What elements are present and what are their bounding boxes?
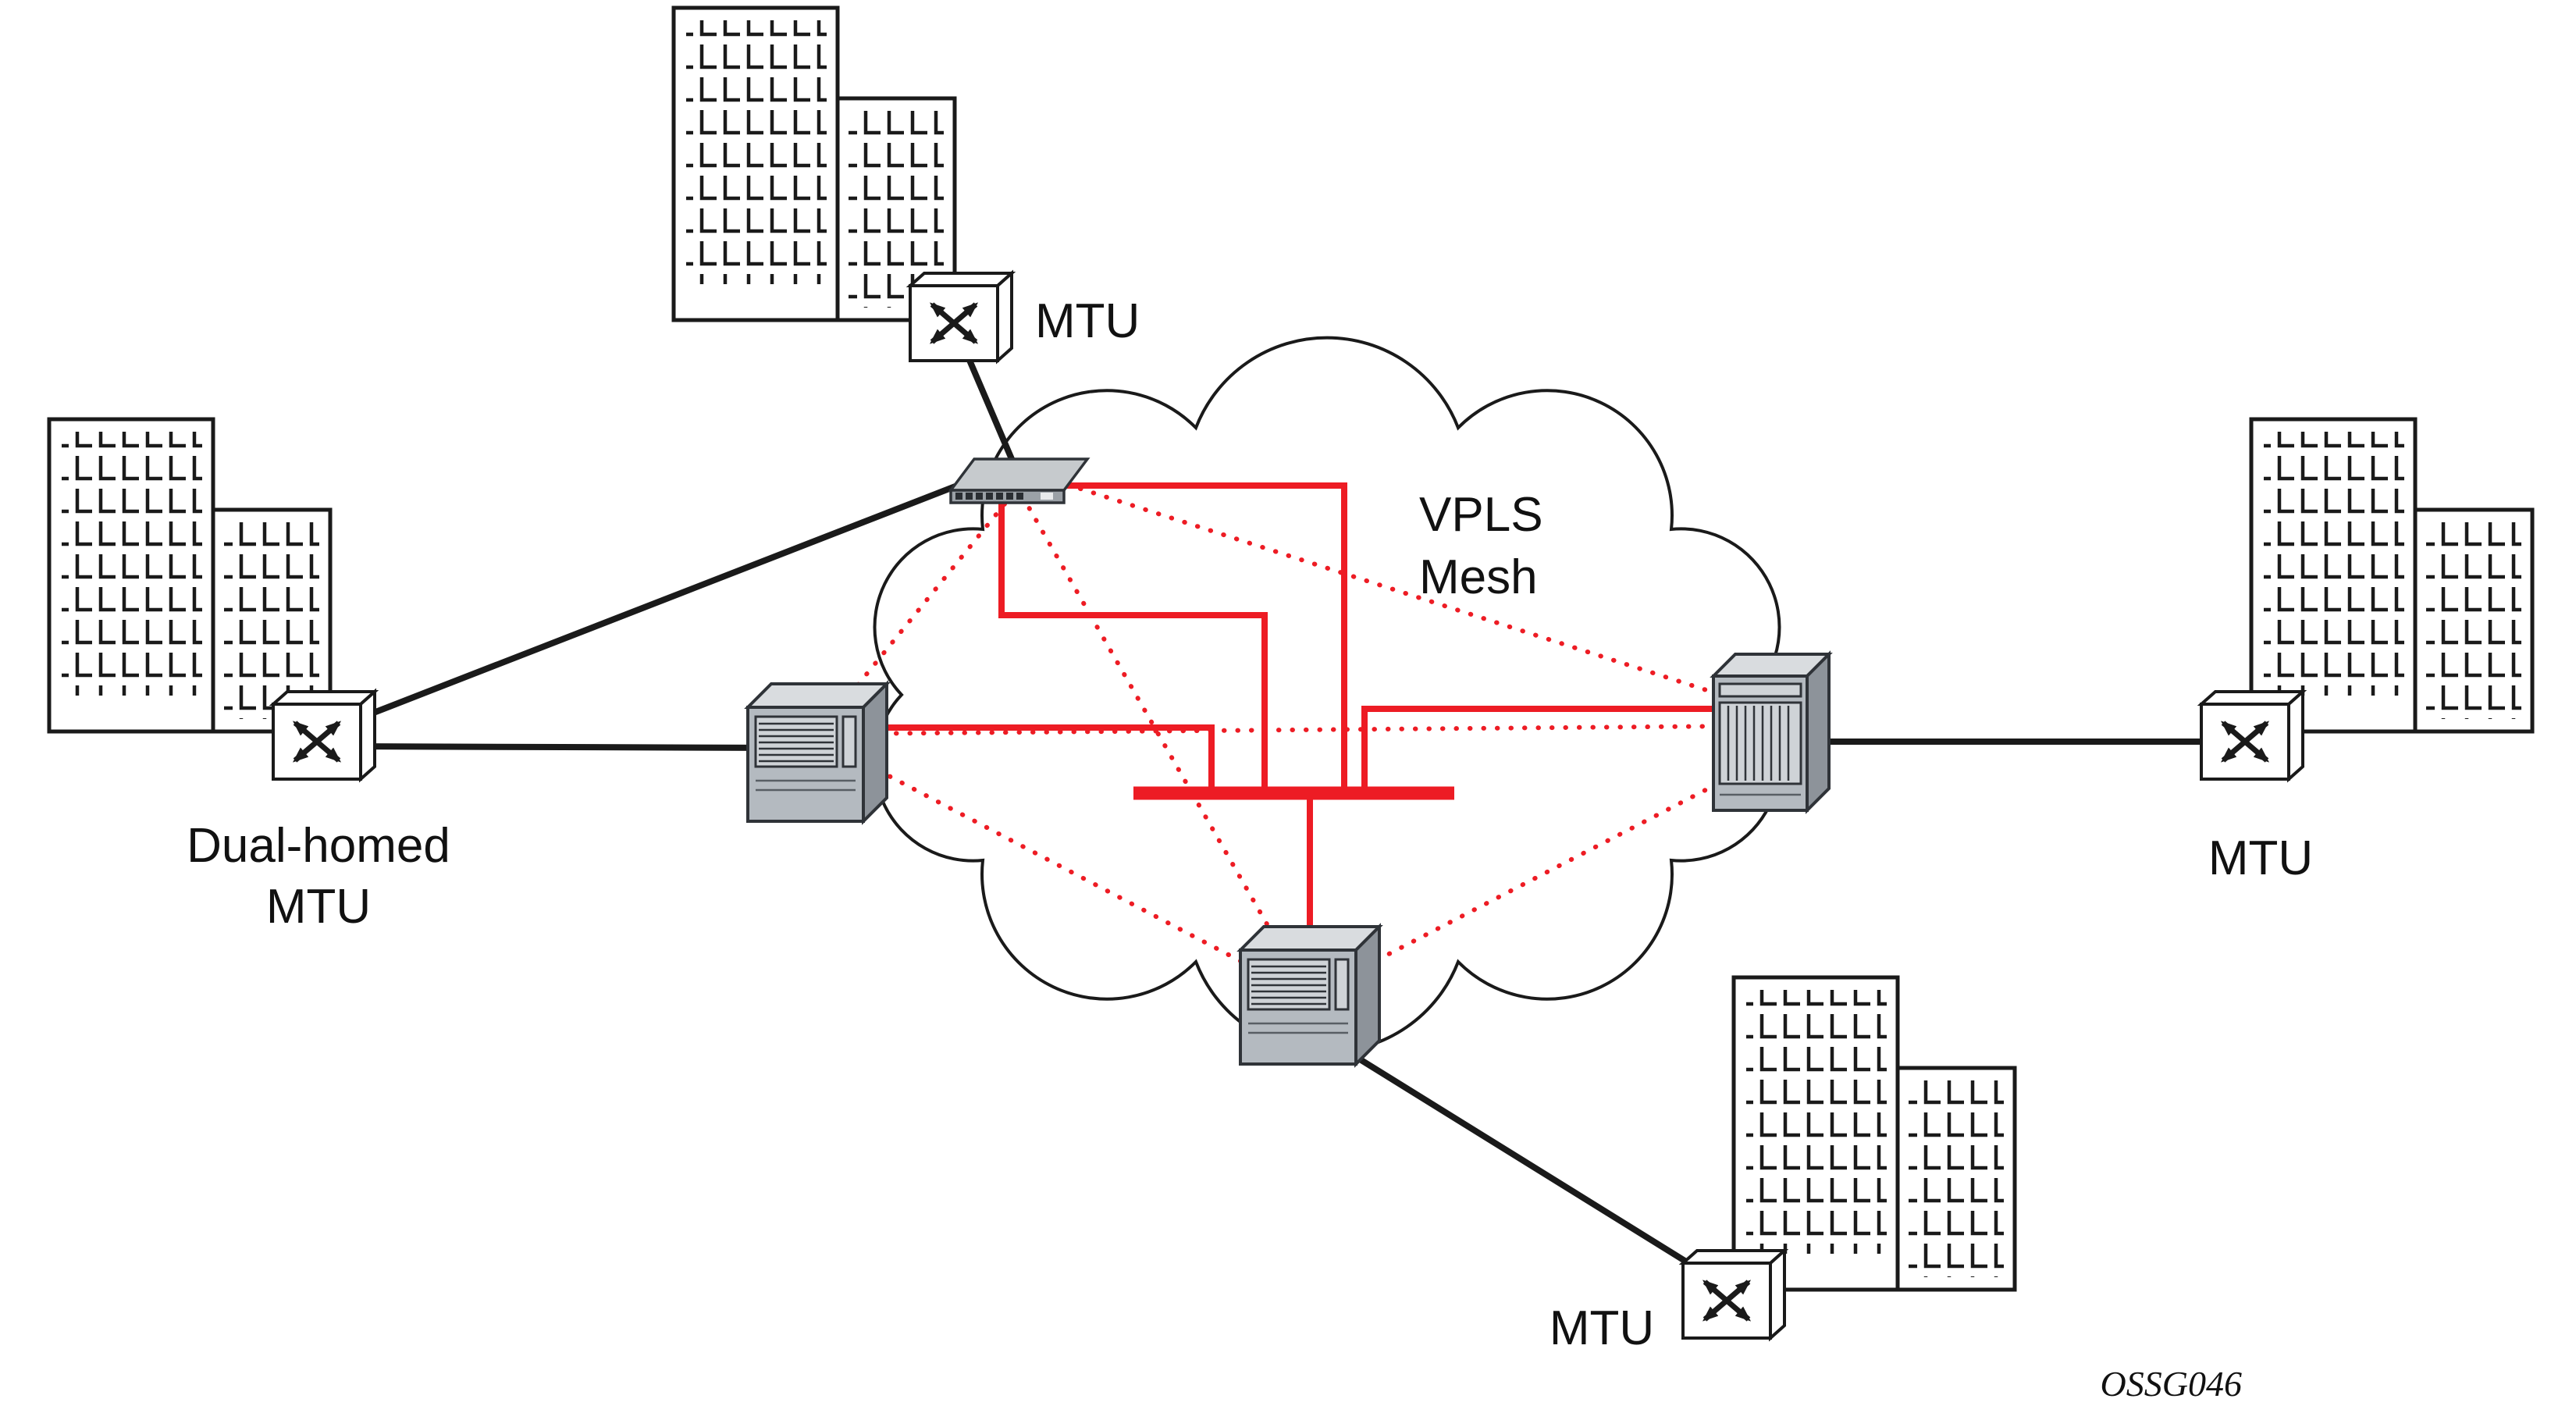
mtu-dual-homed-icon: [273, 692, 375, 779]
access-links: [342, 340, 2234, 1293]
pw-pe-left-to-pe-bottom: [839, 749, 1289, 988]
bus-drop-edge-switch-b: [1060, 482, 1347, 793]
dual-homed-label-line2: MTU: [266, 880, 371, 934]
bus-drop-pe-right: [1361, 706, 1750, 793]
mtu-bottom-label: MTU: [1550, 1301, 1654, 1355]
pe-router-left-icon: [746, 682, 888, 823]
dual-homed-label-line1: Dual-homed: [187, 819, 450, 873]
mtu-right-label: MTU: [2208, 831, 2313, 885]
mtu-right-icon: [2201, 692, 2303, 779]
pe-router-bottom-icon: [1239, 925, 1381, 1066]
link-pe-bottom-to-mtu-bottom: [1339, 1045, 1734, 1293]
link-dual-homed-mtu-to-edge-switch: [342, 475, 979, 728]
bus-drop-pe-left: [826, 724, 1215, 793]
pw-edge-switch-to-pe-right: [1078, 486, 1752, 706]
vpls-cloud-shape: [873, 336, 1781, 1054]
cloud-label-line2: Mesh: [1419, 550, 1538, 604]
link-mtu-top-to-edge-switch: [959, 340, 1019, 472]
bus-drop-edge-switch-a: [998, 500, 1268, 793]
pe-router-right-icon: [1712, 653, 1831, 812]
mesh-dotted-links: [809, 486, 1768, 988]
mtu-top-label: MTU: [1035, 294, 1140, 348]
mesh-solid-links: [826, 482, 1750, 945]
pw-pe-left-to-pe-right: [839, 724, 1745, 736]
cloud-label-line1: VPLS: [1419, 488, 1543, 542]
figure-code: OSSG046: [2101, 1364, 2242, 1404]
mtu-bottom-icon: [1683, 1251, 1784, 1338]
pw-edge-switch-to-pe-left: [809, 491, 1016, 744]
link-dual-homed-mtu-to-pe-left: [343, 743, 785, 751]
mtu-top-icon: [910, 273, 1012, 361]
pw-pe-bottom-to-pe-right: [1326, 756, 1768, 988]
